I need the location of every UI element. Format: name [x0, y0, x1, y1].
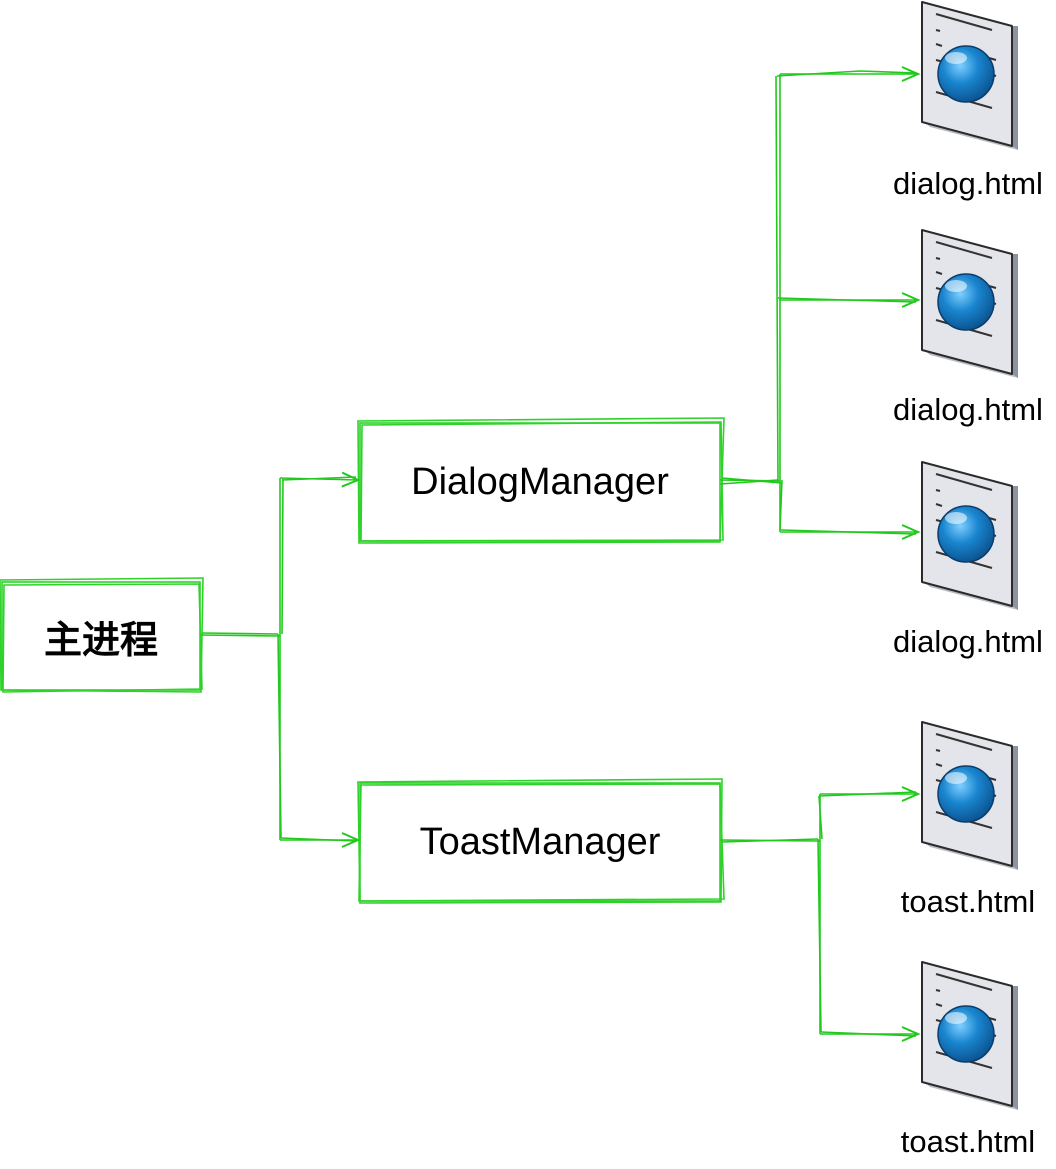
web-page-icon-toast-1[interactable] — [921, 721, 1019, 871]
connector-main-to-managers — [199, 477, 358, 841]
toast-manager-label: ToastManager — [419, 820, 661, 863]
web-page-icon-dialog-3[interactable] — [921, 461, 1019, 611]
web-page-icon-dialog-1[interactable] — [921, 1, 1019, 151]
page-label-dialog-3: dialog.html — [893, 624, 1043, 659]
web-page-icon-toast-2[interactable] — [921, 961, 1019, 1111]
page-label-toast-1: toast.html — [900, 884, 1036, 919]
connector-toast-manager-to-pages — [719, 792, 918, 1036]
connector-dialog-manager-to-pages — [719, 71, 918, 534]
dialog-manager-label: DialogManager — [411, 460, 669, 503]
page-label-dialog-2: dialog.html — [893, 392, 1043, 427]
page-label-dialog-1: dialog.html — [893, 166, 1043, 201]
toast-manager-box[interactable] — [357, 778, 725, 904]
main-process-label: 主进程 — [43, 617, 158, 662]
page-label-toast-2: toast.html — [900, 1124, 1036, 1159]
main-process-box[interactable] — [0, 577, 204, 693]
dialog-manager-box[interactable] — [357, 417, 725, 544]
web-page-icon-dialog-2[interactable] — [921, 229, 1019, 379]
